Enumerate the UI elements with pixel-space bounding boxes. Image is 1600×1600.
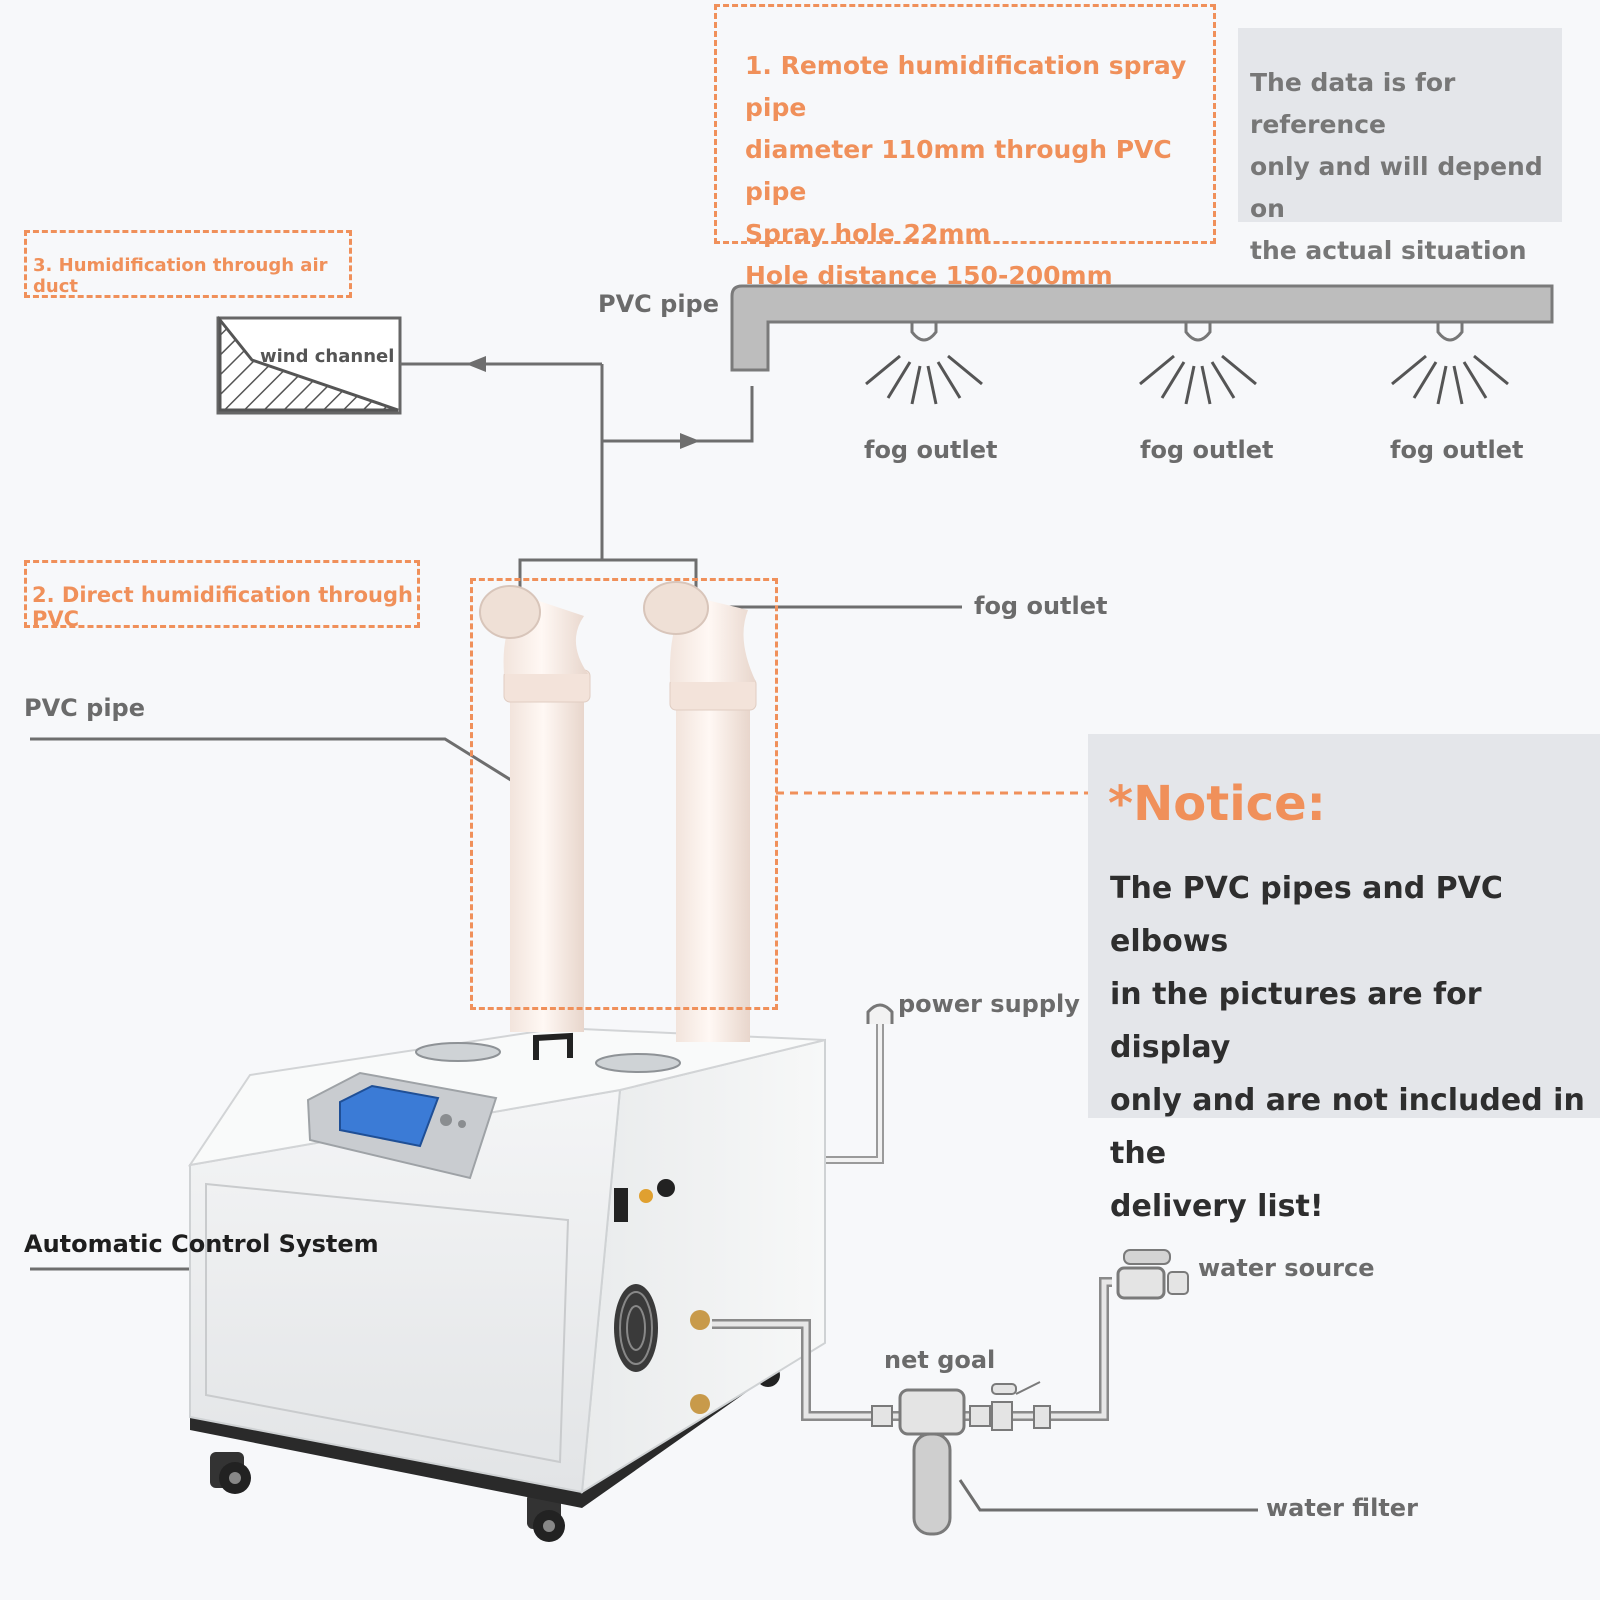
spray-nozzle-1 — [865, 322, 983, 405]
pvc-pipe-top-label: PVC pipe — [598, 290, 719, 318]
air-duct-box: 3. Humidification through air duct — [24, 230, 352, 298]
notice-box: *Notice: The PVC pipes and PVC elbows in… — [1088, 734, 1600, 1224]
remote-line-1: 1. Remote humidification spray pipe — [745, 51, 1187, 122]
ball-valve — [991, 1381, 1051, 1431]
notice-line-3: only and are not included in the — [1110, 1083, 1585, 1171]
reference-note-box: The data is for reference only and will … — [1238, 28, 1562, 265]
wind-channel-label: wind channel — [260, 346, 395, 367]
indicator-orange — [639, 1189, 653, 1203]
humidifier-unit — [187, 1026, 826, 1542]
spray-nozzle-3 — [1391, 322, 1509, 405]
remote-line-3: Spray hole 22mm — [745, 219, 991, 248]
control-panel — [306, 1071, 498, 1180]
spray-pipe — [730, 284, 1554, 372]
pvc-tubes-highlight — [470, 578, 778, 1010]
pvc-tube-left — [479, 585, 591, 1032]
top-handle — [533, 1032, 573, 1060]
remote-line-4: Hole distance 150-200mm — [745, 261, 1113, 290]
direct-pvc-box: 2. Direct humidification through PVC — [24, 560, 420, 631]
automatic-control-label: Automatic Control System — [24, 1230, 379, 1258]
water-source-tap — [1116, 1249, 1189, 1300]
arrow-to-wind-channel — [466, 356, 486, 372]
power-switch — [614, 1188, 628, 1222]
pvc-pipe-left-label: PVC pipe — [24, 694, 145, 722]
air-duct-label: 3. Humidification through air duct — [33, 255, 328, 297]
notice-line-4: delivery list! — [1110, 1189, 1324, 1224]
remote-humidification-box: 1. Remote humidification spray pipe diam… — [714, 4, 1216, 290]
reference-line-1: The data is for reference — [1250, 68, 1456, 139]
reference-line-3: the actual situation — [1250, 236, 1527, 265]
fog-outlet-side-label: fog outlet — [974, 592, 1108, 620]
water-inlet-fitting — [690, 1310, 710, 1330]
fog-outlet-label-3: fog outlet — [1390, 436, 1524, 464]
notice-line-1: The PVC pipes and PVC elbows — [1110, 871, 1503, 959]
fog-outlet-label-1: fog outlet — [864, 436, 998, 464]
notice-line-2: in the pictures are for display — [1110, 977, 1482, 1065]
spray-nozzle-2 — [1139, 322, 1257, 405]
pvc-tube-right — [643, 581, 757, 1042]
indicator-black — [657, 1179, 675, 1197]
net-goal-label: net goal — [884, 1346, 996, 1374]
reference-line-2: only and will depend on — [1250, 152, 1543, 223]
water-filter — [871, 1388, 991, 1536]
direct-pvc-label: 2. Direct humidification through PVC — [32, 583, 413, 631]
top-vent-left — [415, 1042, 501, 1062]
power-supply-label: power supply — [898, 990, 1080, 1018]
notice-heading: *Notice: — [1108, 776, 1326, 832]
power-supply-cable — [826, 1003, 894, 1164]
arrow-to-spray-pipe — [680, 433, 700, 449]
water-source-label: water source — [1198, 1254, 1375, 1282]
wind-channel — [216, 315, 402, 415]
fog-outlet-label-2: fog outlet — [1140, 436, 1274, 464]
top-vent-right — [595, 1053, 681, 1073]
fan-grille — [614, 1284, 658, 1372]
drain-fitting — [690, 1394, 710, 1414]
water-filter-label: water filter — [1266, 1494, 1418, 1522]
remote-line-2: diameter 110mm through PVC pipe — [745, 135, 1172, 206]
